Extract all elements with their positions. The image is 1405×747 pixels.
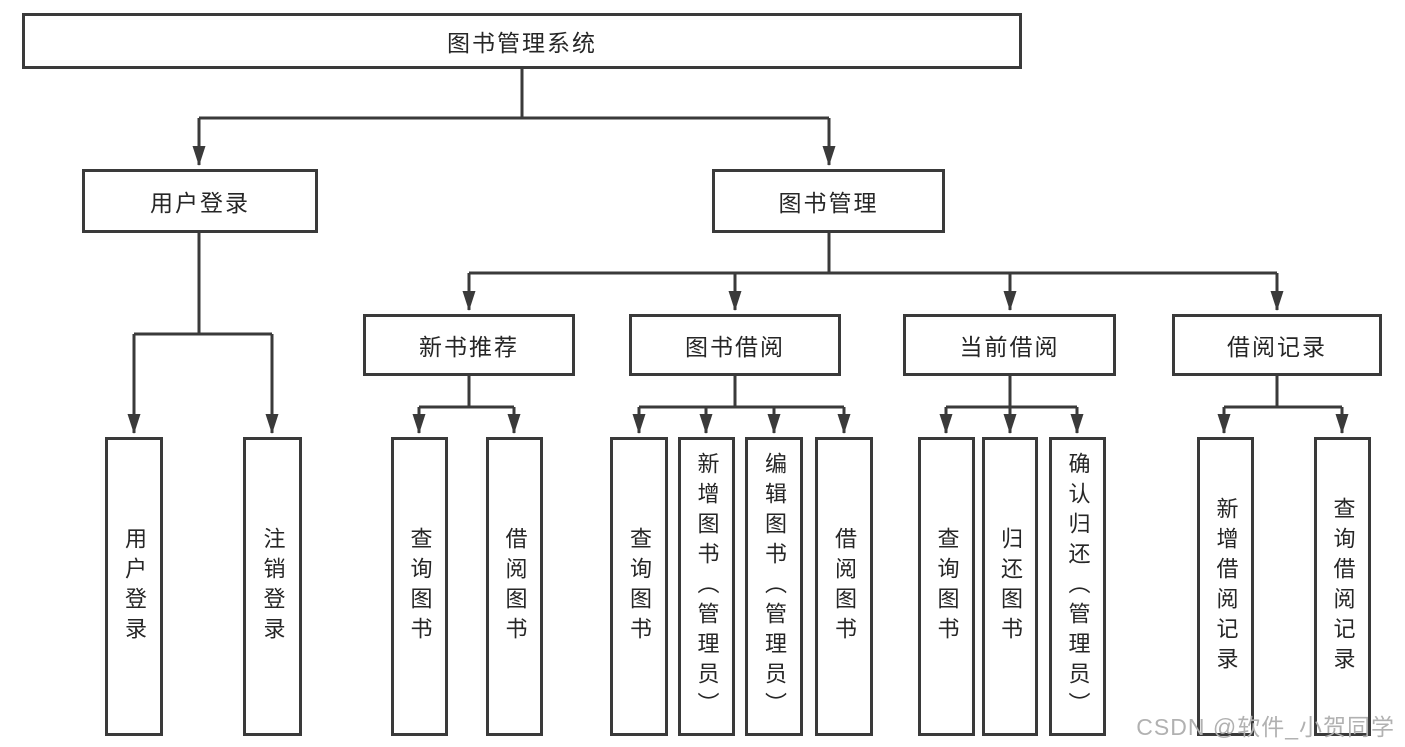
node-label: 编辑图书（管理员） (762, 451, 787, 722)
node-current-borrowing: 当前借阅 (903, 314, 1116, 376)
node-borrowing-records: 借阅记录 (1172, 314, 1382, 376)
node-label: 归还图书 (998, 526, 1023, 647)
node-leaf-return-book: 归还图书 (982, 437, 1038, 736)
node-book-management: 图书管理 (712, 169, 945, 233)
node-label: 图书管理系统 (447, 30, 597, 56)
node-label: 图书管理 (778, 190, 879, 216)
node-user-login: 用户登录 (82, 169, 318, 233)
connector-new-book-rec-stem (419, 376, 514, 409)
node-leaf-borrow-book-2: 借阅图书 (815, 437, 873, 736)
connector-current-borrow-stem (946, 376, 1077, 409)
node-root-system: 图书管理系统 (22, 13, 1022, 69)
node-label: 图书借阅 (685, 334, 785, 360)
node-label: 新增借阅记录 (1213, 496, 1239, 677)
node-leaf-borrow-book-1: 借阅图书 (486, 437, 543, 736)
node-label: 新书推荐 (419, 334, 519, 360)
node-leaf-query-book-1: 查询图书 (391, 437, 448, 736)
node-leaf-user-login: 用户登录 (105, 437, 163, 736)
node-leaf-logout: 注销登录 (243, 437, 302, 736)
csdn-watermark: CSDN @软件_小贺同学 (1136, 714, 1395, 740)
node-leaf-edit-book-admin: 编辑图书（管理员） (745, 437, 803, 736)
connector-borrow-records-stem (1224, 376, 1342, 409)
node-label: 查询图书 (934, 526, 960, 647)
node-label: 新增图书（管理员） (694, 451, 720, 722)
node-book-borrowing: 图书借阅 (629, 314, 841, 376)
node-leaf-add-book-admin: 新增图书（管理员） (678, 437, 735, 736)
node-label: 查询图书 (627, 526, 652, 647)
node-label: 注销登录 (260, 526, 286, 647)
node-label: 确认归还（管理员） (1065, 451, 1091, 722)
node-leaf-query-book-2: 查询图书 (610, 437, 668, 736)
node-leaf-query-borrow-record: 查询借阅记录 (1314, 437, 1371, 736)
node-label: 查询图书 (407, 526, 433, 647)
node-label: 用户登录 (122, 526, 147, 647)
connector-book-borrow-stem (639, 376, 844, 409)
node-leaf-confirm-return-admin: 确认归还（管理员） (1049, 437, 1106, 736)
node-leaf-query-book-3: 查询图书 (918, 437, 975, 736)
node-label: 查询借阅记录 (1330, 496, 1356, 677)
node-label: 当前借阅 (959, 334, 1060, 360)
node-leaf-add-borrow-record: 新增借阅记录 (1197, 437, 1254, 736)
node-label: 用户登录 (150, 190, 250, 216)
node-label: 借阅记录 (1227, 334, 1327, 360)
node-label: 借阅图书 (502, 526, 528, 647)
node-label: 借阅图书 (832, 526, 857, 647)
node-new-book-recommendation: 新书推荐 (363, 314, 575, 376)
